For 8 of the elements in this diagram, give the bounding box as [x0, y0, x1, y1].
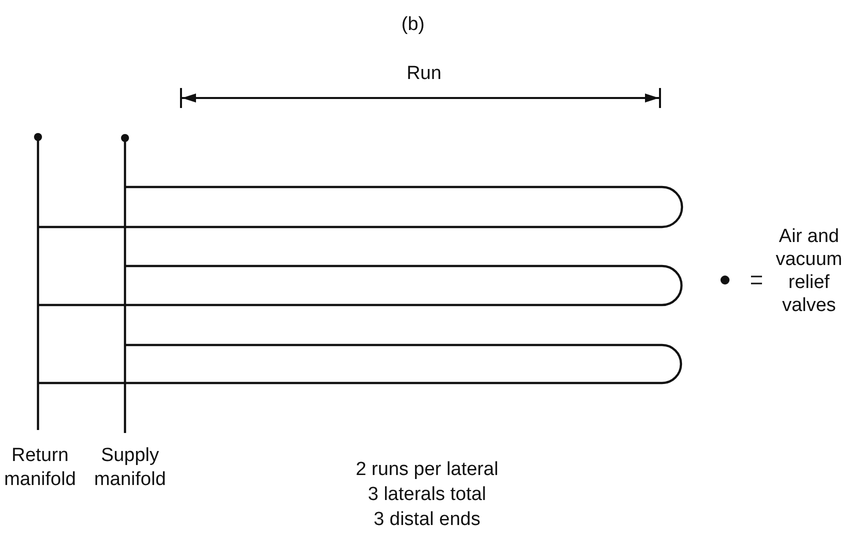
panel-label: (b) [401, 13, 425, 37]
part-label: Supply manifold [93, 444, 167, 492]
part-label: Return manifold [3, 444, 77, 492]
note-text: 3 laterals total [368, 483, 486, 507]
note-text: 3 distal ends [374, 508, 480, 532]
legend-text: Air and vacuum relief valves [774, 225, 844, 317]
note-text: 2 runs per lateral [356, 458, 498, 482]
dimension-label: Run [406, 62, 442, 86]
